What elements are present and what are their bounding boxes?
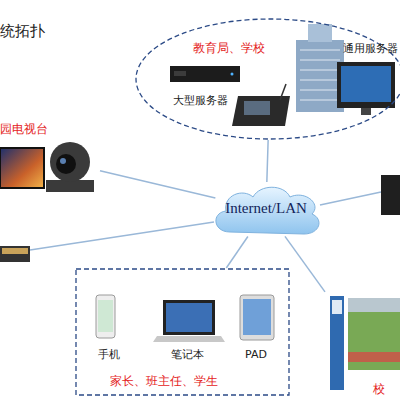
- node-outline: [135, 18, 400, 140]
- keyboard-device: [0, 246, 30, 262]
- device-node: 通用服务器: [335, 42, 400, 120]
- building: [296, 40, 344, 112]
- device-node: 园电视台: [0, 118, 100, 200]
- server-light: [231, 73, 234, 76]
- laptop-lid: [163, 300, 215, 335]
- node-label: 教育局、学校: [193, 41, 265, 55]
- laptop-base: [153, 336, 225, 342]
- network-line: [30, 222, 214, 250]
- camera-lens: [56, 154, 76, 174]
- window-row: [300, 70, 340, 71]
- tv-screen: [0, 148, 44, 188]
- lens-glint: [60, 158, 66, 164]
- server-panel: [174, 71, 186, 76]
- building-windows: [300, 50, 340, 100]
- node-label: 校: [373, 382, 385, 396]
- connector-line: [100, 171, 215, 198]
- node-label: 笔记本: [171, 348, 204, 362]
- tablet: [240, 295, 274, 340]
- window-row: [300, 50, 340, 51]
- tablet-screen: [243, 299, 271, 335]
- console-screen: [244, 101, 270, 115]
- window-row: [300, 60, 340, 61]
- device-node: 校: [325, 288, 400, 400]
- node-label: Internet/LAN: [210, 201, 322, 215]
- connector-line: [285, 236, 325, 292]
- running-track: [348, 352, 400, 362]
- kiosk-screen: [332, 300, 342, 314]
- phone: [96, 295, 115, 338]
- device-node: 大型服务器: [165, 60, 245, 110]
- group-box: 家长、班主任、学生 手机 笔记本 PAD: [75, 268, 290, 396]
- node-label: 通用服务器: [343, 42, 398, 56]
- field-fence: [348, 298, 400, 312]
- node-label: 家长、班主任、学生: [110, 374, 218, 388]
- window-row: [300, 80, 340, 81]
- window-row: [300, 90, 340, 91]
- terminal-device: [381, 175, 400, 215]
- microphone: [280, 84, 286, 100]
- window-row: [300, 100, 340, 101]
- rack-server: [170, 66, 240, 82]
- connector-line: [226, 236, 248, 268]
- connector-line: [267, 140, 268, 182]
- group-ellipse: 教育局、学校大型服务器 通用服务器: [135, 18, 400, 140]
- diagram-title: 统拓扑: [0, 22, 45, 41]
- camera-body: [50, 142, 90, 182]
- network-cloud: Internet/LAN: [210, 182, 322, 238]
- sports-field: [348, 298, 400, 370]
- console: [232, 96, 290, 126]
- device-node: 手机: [87, 288, 132, 368]
- device-node: 笔记本: [153, 290, 233, 368]
- node-label: 园电视台: [0, 122, 48, 136]
- network-line: [320, 192, 381, 205]
- building-top: [308, 24, 332, 42]
- laptop-screen: [166, 303, 212, 332]
- node-label: 手机: [98, 348, 120, 362]
- node-label: PAD: [245, 348, 267, 362]
- dashed-ellipse: [136, 19, 400, 139]
- phone-screen: [98, 300, 113, 332]
- monitor: [337, 62, 395, 108]
- node-label: 大型服务器: [173, 94, 228, 108]
- dashed-box: [76, 269, 289, 395]
- monitor-stand: [361, 108, 371, 115]
- monitor-screen: [341, 66, 391, 102]
- device-node: PAD: [233, 288, 278, 368]
- kiosk: [330, 296, 344, 390]
- device-panel: [2, 248, 28, 254]
